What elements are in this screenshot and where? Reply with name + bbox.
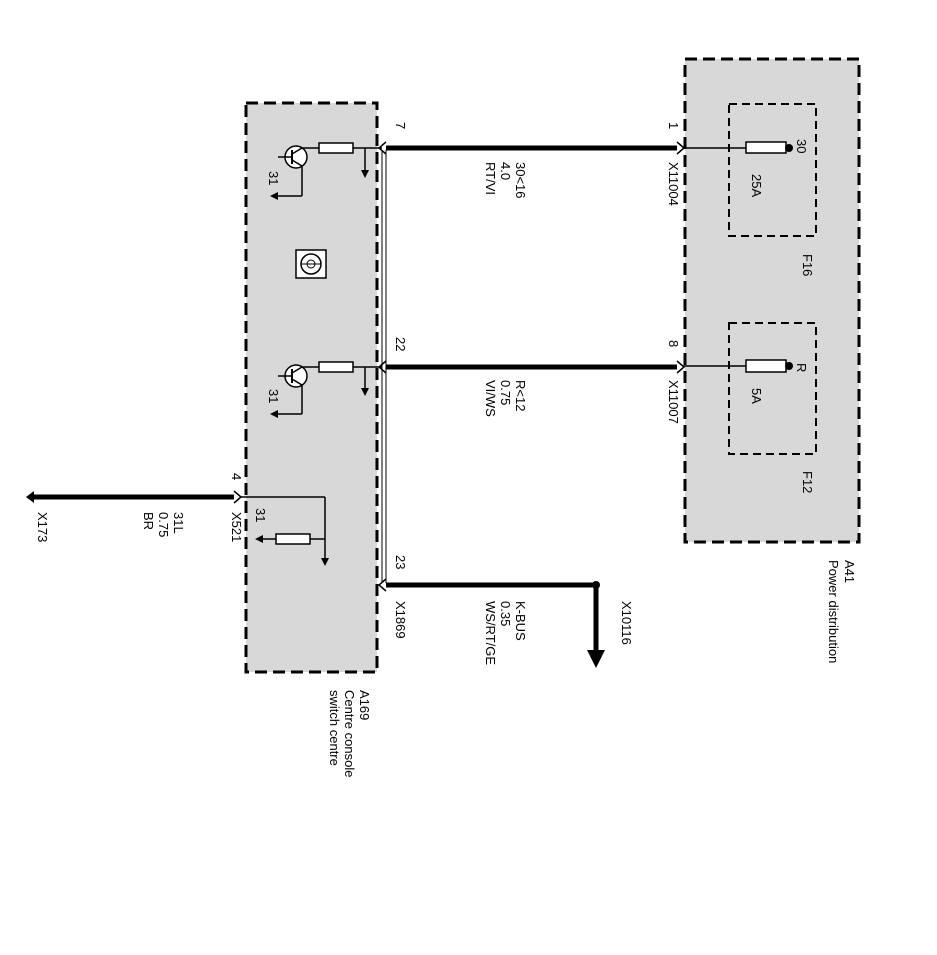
circuit-2-ground-label: 31: [266, 389, 281, 403]
wire-1-signal: 30<16: [513, 162, 528, 199]
module-a41-id: A41: [842, 560, 857, 583]
wire-4-dest: X10116: [619, 601, 634, 645]
circuit-3-ground-label: 31: [253, 508, 268, 522]
module-a169-box: [244, 101, 379, 674]
wire-4-connector-label: X1869: [393, 601, 408, 639]
fuse-f12-label: F12: [800, 471, 815, 493]
circuit-3-ground-left-arrow: [255, 535, 263, 543]
wire-4-signal: K-BUS: [513, 601, 528, 641]
module-a169-id: A169: [357, 690, 372, 720]
wire-1-left-connector: [377, 141, 387, 155]
wire-4-arrow: [587, 650, 605, 668]
wire-3-ground: X173: [35, 512, 50, 542]
fuse-f12-symbol: [745, 359, 787, 373]
fuse-f16-box: [728, 103, 817, 237]
wire-1-connector: X11004: [666, 162, 681, 206]
wire-1-right-connector: [676, 141, 686, 155]
wire-1-color: RT/VI: [483, 162, 498, 195]
module-a169-name-2: switch centre: [327, 690, 342, 766]
wire-2-color: VI/WS: [483, 380, 498, 417]
wire-4-color: WS/RT/GE: [483, 601, 498, 665]
wire-3-connector: [233, 490, 243, 504]
fuse-f16-terminal-dot: [785, 144, 793, 152]
wire-3-signal: 31L: [171, 512, 186, 534]
fuse-f16-label: F16: [800, 254, 815, 276]
wire-1-pin-right: 1: [666, 122, 681, 129]
resistor-2: [318, 361, 354, 373]
wire-2-connector: X11007: [666, 380, 681, 424]
wire-2-pin-right: 8: [666, 340, 681, 347]
circuit-2-tap-arrow: [361, 388, 369, 396]
wire-3-color: BR: [141, 512, 156, 530]
wire-4-connector: [377, 578, 387, 592]
circuit-1-ground-label: 31: [266, 171, 281, 185]
wire-2-pin-left: 22: [393, 337, 408, 351]
wire-2-signal: R<12: [513, 380, 528, 411]
wire-3-gauge: 0.75: [156, 512, 171, 537]
circuit-1-tap-arrow: [361, 170, 369, 178]
wire-3-ground-symbol: [26, 491, 34, 503]
fuse-f12-terminal: R: [794, 363, 809, 372]
wire-4-pin: 23: [393, 555, 408, 569]
module-a41-box: [683, 57, 861, 544]
wire-1-pin-left: 7: [393, 122, 408, 129]
wire-1-gauge: 4.0: [498, 162, 513, 180]
circuit-3-ground-arrow: [321, 558, 329, 566]
module-a169-name-1: Centre console: [342, 690, 357, 777]
wire-3-connector-label: X521: [229, 512, 244, 542]
circuit-2-ground-arrow: [270, 410, 278, 418]
wire-4-gauge: 0.35: [498, 601, 513, 626]
wire-2-gauge: 0.75: [498, 380, 513, 405]
module-a41-name: Power distribution: [826, 560, 841, 663]
fuse-f16-terminal: 30: [794, 139, 809, 153]
fuse-f12-box: [728, 322, 817, 455]
fuse-f16-symbol: [745, 141, 787, 154]
wire-2-left-connector: [377, 360, 387, 374]
fuse-f12-rating: 5A: [749, 388, 764, 404]
circuit-1-ground-arrow: [270, 192, 278, 200]
resistor-1: [318, 142, 354, 154]
resistor-3: [275, 533, 311, 545]
wire-3-pin: 4: [229, 473, 244, 480]
diagnostic-icon: [295, 249, 327, 279]
fuse-f16-rating: 25A: [749, 174, 764, 197]
wire-2-right-connector: [676, 360, 686, 374]
fuse-f12-terminal-dot: [785, 362, 793, 370]
